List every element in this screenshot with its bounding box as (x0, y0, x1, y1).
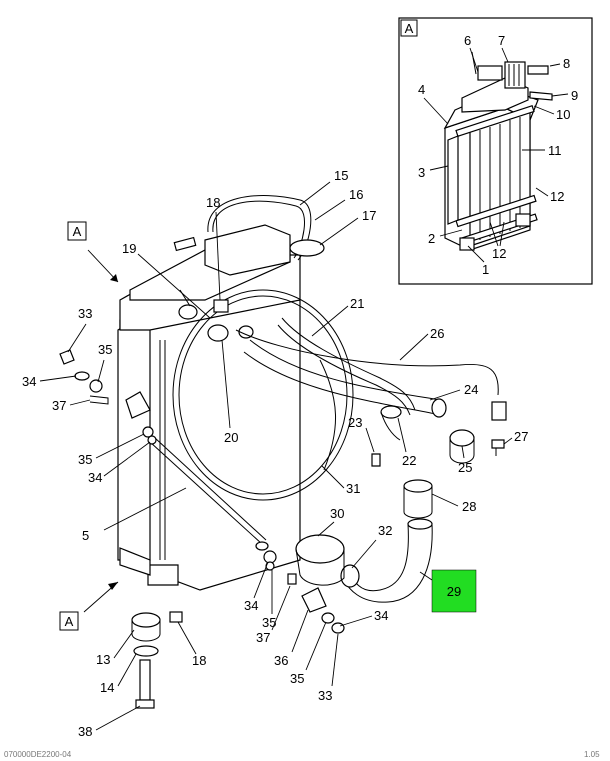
callout-10: 10 (556, 107, 570, 122)
callout-29[interactable]: 29 (447, 584, 461, 599)
callout-34-lower: 34 (244, 598, 258, 613)
callout-23: 23 (348, 415, 362, 430)
callout-6: 6 (464, 33, 471, 48)
callout-37-lower: 37 (256, 630, 270, 645)
callout-4: 4 (418, 82, 425, 97)
footer-right-code: 1.05 (584, 750, 600, 759)
view-a-markers: A A (59, 221, 87, 631)
callout-18-lower: 18 (192, 653, 206, 668)
callout-34-left: 34 (22, 374, 36, 389)
callout-5: 5 (82, 528, 89, 543)
inset-radiator-core (443, 51, 553, 251)
callout-26: 26 (430, 326, 444, 341)
inset-label: A (405, 21, 414, 36)
view-a-bottom-label: A (65, 614, 74, 629)
callout-11: 11 (548, 143, 562, 158)
callout-2: 2 (428, 231, 435, 246)
callout-35-lower: 35 (262, 615, 276, 630)
inset-callouts: 6 7 8 9 10 11 12 4 3 2 1 12 (418, 33, 578, 277)
callout-38: 38 (78, 724, 92, 739)
callout-35-right: 35 (290, 671, 304, 686)
callout-14: 14 (100, 680, 114, 695)
callout-36: 36 (274, 653, 288, 668)
footer-left-code: 070000DE2200-04 (4, 750, 72, 759)
view-a-top-label: A (73, 224, 82, 239)
callout-28: 28 (462, 499, 476, 514)
callout-20: 20 (224, 430, 238, 445)
callout-35-upper: 35 (98, 342, 112, 357)
callout-37-left: 37 (52, 398, 66, 413)
callout-1: 1 (482, 262, 489, 277)
callout-32: 32 (378, 523, 392, 538)
callout-19: 19 (122, 241, 136, 256)
callout-25: 25 (458, 460, 472, 475)
callout-34-middle: 34 (88, 470, 102, 485)
callout-30: 30 (330, 506, 344, 521)
highlighted-callout-29[interactable]: 29 (419, 569, 477, 613)
hoses (235, 317, 507, 471)
callout-15: 15 (334, 168, 348, 183)
lower-parts (59, 249, 433, 709)
callout-7: 7 (498, 33, 505, 48)
inset-view-a: A (398, 17, 593, 285)
callout-35-middle: 35 (78, 452, 92, 467)
radiator-assembly (117, 195, 354, 591)
callout-12-upper: 12 (550, 189, 564, 204)
callout-33-left: 33 (78, 306, 92, 321)
callout-8: 8 (563, 56, 570, 71)
callout-22: 22 (402, 453, 416, 468)
callout-16: 16 (349, 187, 363, 202)
callout-13: 13 (96, 652, 110, 667)
callout-18-upper: 18 (206, 195, 220, 210)
callout-3: 3 (418, 165, 425, 180)
callout-31: 31 (346, 481, 360, 496)
callout-9: 9 (571, 88, 578, 103)
callout-21: 21 (350, 296, 364, 311)
callout-34-right: 34 (374, 608, 388, 623)
callout-27: 27 (514, 429, 528, 444)
callout-17: 17 (362, 208, 376, 223)
callout-24: 24 (464, 382, 478, 397)
callout-12-lower: 12 (492, 246, 506, 261)
main-callouts: 15 16 17 18 19 20 21 26 24 23 22 25 27 3… (22, 168, 528, 739)
callout-33-right: 33 (318, 688, 332, 703)
